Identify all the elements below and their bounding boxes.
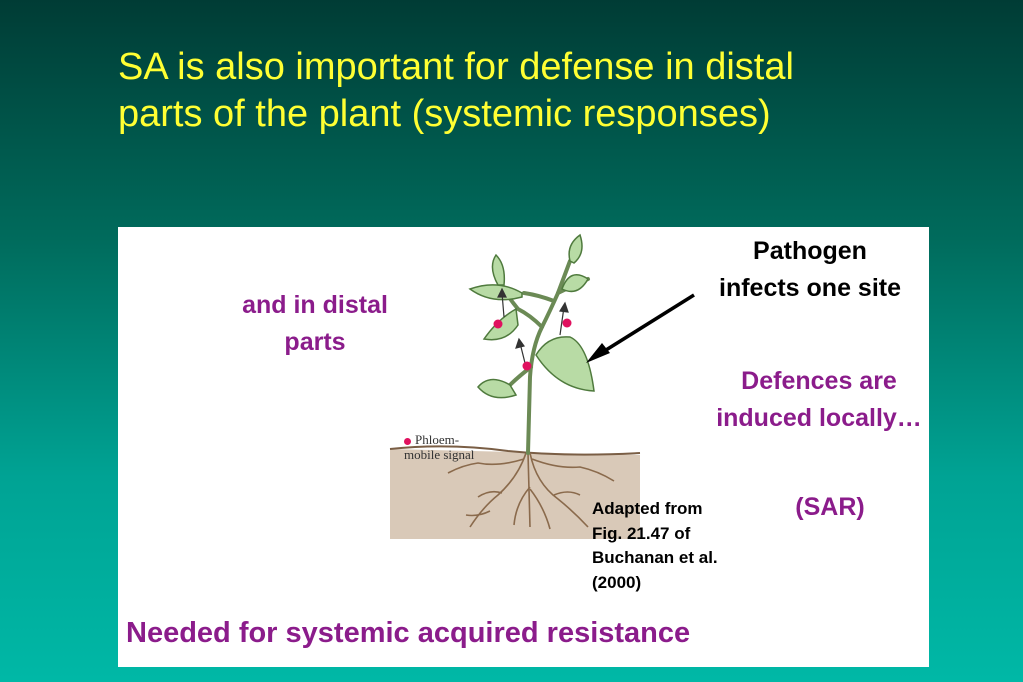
leaf-top-left	[491, 253, 506, 286]
citation: Adapted from Fig. 21.47 of Buchanan et a…	[592, 499, 718, 592]
pathogen-arrow	[586, 293, 695, 363]
legend-dot-icon	[404, 437, 411, 445]
leaf-top-right	[568, 233, 583, 264]
distal-parts-label: and in distal parts	[242, 291, 388, 356]
phloem-label: Phloem- mobile signal	[404, 432, 475, 462]
leaf-lower-left	[477, 378, 518, 399]
signal-dots	[493, 318, 572, 371]
signal-dot	[493, 319, 503, 329]
signal-dot	[562, 318, 572, 328]
sar-label: (SAR)	[795, 493, 865, 521]
signal-dot	[522, 361, 532, 371]
leaves	[468, 233, 595, 399]
figure-caption: Needed for systemic acquired resistance	[126, 617, 691, 649]
pathogen-label: Pathogen infects one site	[719, 237, 901, 302]
defences-label: Defences are induced locally…	[716, 367, 922, 432]
figure-panel: and in distal parts Pathogen infects one…	[118, 227, 929, 667]
soil-surface	[389, 445, 641, 456]
plant-diagram	[389, 233, 695, 539]
leaf-right-upper	[561, 274, 589, 293]
leaf-left	[468, 284, 523, 301]
slide-title: SA is also important for defense in dist…	[118, 46, 794, 135]
roots	[447, 452, 615, 530]
leaf-infected	[535, 336, 595, 392]
phloem-legend: Phloem- mobile signal	[404, 417, 514, 462]
